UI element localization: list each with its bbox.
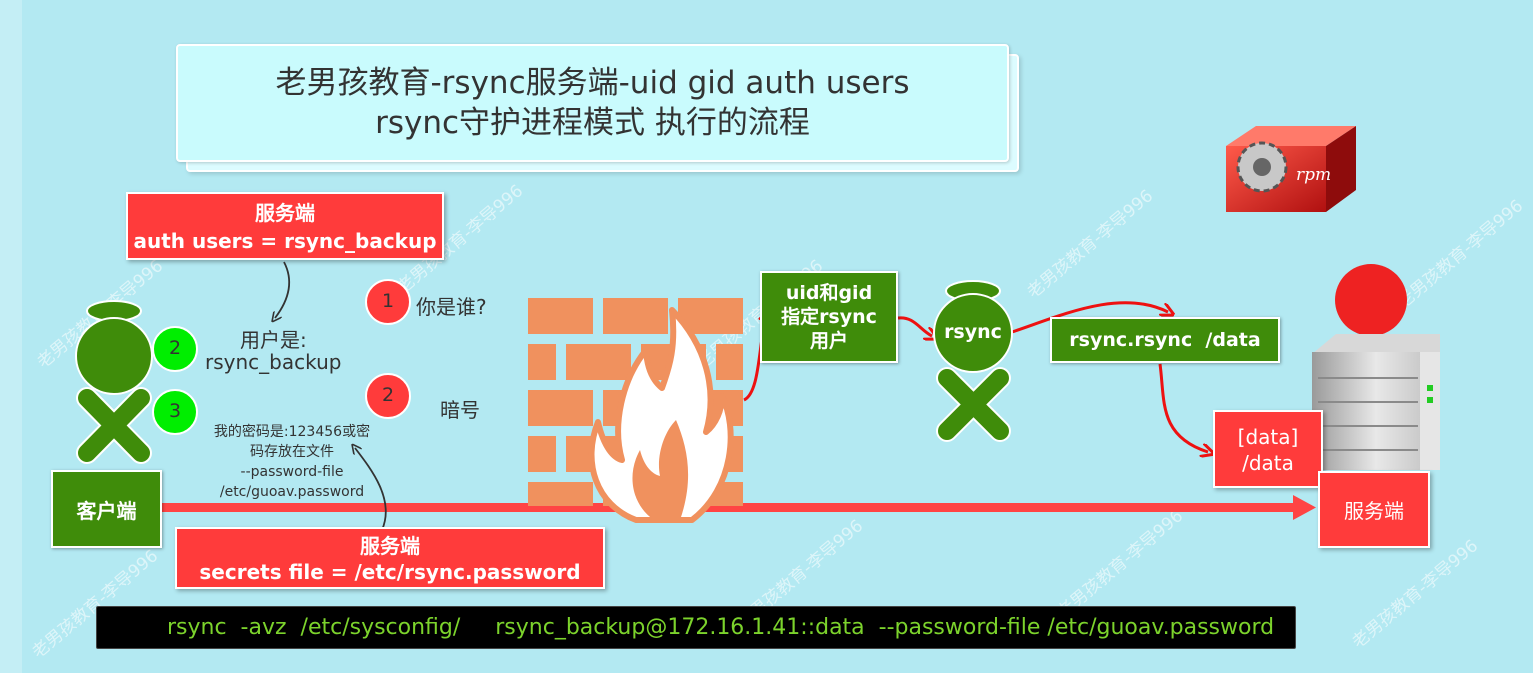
step-3-circle (152, 389, 198, 435)
data-path-box: rsync.rsync /data (1050, 317, 1280, 363)
password-line-4: /etc/guoav.password (219, 484, 365, 500)
uid-to-rsync-arrow (897, 316, 932, 336)
auth-users-line-1: 服务端 (255, 201, 315, 225)
user-is-label: 用户是: (240, 328, 307, 352)
step-3-number: 3 (168, 400, 182, 422)
question-2-text: 暗号 (440, 398, 480, 422)
command-bar: rsync -avz /etc/sysconfig/ rsync_backup@… (96, 606, 1296, 649)
client-to-server-arrow (160, 495, 1316, 520)
secrets-line-1: 服务端 (360, 534, 420, 558)
title-line-2: rsync守护进程模式 执行的流程 (375, 105, 810, 141)
rsync-person-icon (933, 280, 1013, 442)
title-box: 老男孩教育-rsync服务端-uid gid auth users rsync守… (176, 44, 1009, 162)
data-module-line-1: [data] (1237, 425, 1299, 449)
rsync-person-label: rsync (944, 321, 1002, 343)
auth-users-line-2: auth users = rsync_backup (133, 229, 437, 253)
question-2-number: 2 (381, 384, 395, 406)
rpm-package-icon (1226, 126, 1356, 212)
auth-to-user-arrow (275, 261, 291, 318)
password-text: 我的密码是:123456或密 码存放在文件 --password-file /e… (196, 422, 388, 502)
server-icon (1312, 264, 1440, 470)
datapath-to-module-arrow (1158, 363, 1208, 452)
server-label: 服务端 (1344, 499, 1404, 523)
password-line-1: 我的密码是:123456或密 (213, 424, 371, 440)
uid-line-1: uid和gid (785, 282, 873, 304)
flame-icon (588, 307, 734, 523)
data-module-line-2: /data (1242, 451, 1294, 475)
step-2-number: 2 (168, 337, 182, 359)
left-edge-strip (0, 0, 22, 673)
command-text: rsync -avz /etc/sysconfig/ rsync_backup@… (167, 615, 1275, 640)
data-module-box: [data] /data (1213, 410, 1323, 488)
secrets-to-password-arrow (355, 448, 387, 531)
uid-gid-box: uid和gid 指定rsync 用户 (760, 271, 898, 363)
password-line-2: 码存放在文件 (250, 444, 334, 460)
secrets-file-box: 服务端 secrets file = /etc/rsync.password (175, 527, 605, 589)
step-2-circle (152, 326, 198, 372)
title-line-1: 老男孩教育-rsync服务端-uid gid auth users (275, 65, 910, 101)
rsync-to-datapath-arrow (1011, 301, 1168, 334)
question-1-text: 你是谁? (416, 295, 487, 319)
rpm-label: rpm (1296, 165, 1332, 185)
auth-users-box: 服务端 auth users = rsync_backup (126, 192, 444, 260)
user-name-label: rsync_backup (205, 350, 342, 374)
client-box: 客户端 (51, 470, 162, 548)
secrets-line-2: secrets file = /etc/rsync.password (199, 560, 581, 584)
server-label-box: 服务端 (1318, 471, 1430, 548)
password-line-3: --password-file (240, 464, 344, 480)
question-1-circle (365, 279, 411, 325)
uid-line-2: 指定rsync (781, 306, 877, 328)
data-path-label: rsync.rsync /data (1069, 329, 1261, 351)
question-1-number: 1 (381, 290, 395, 312)
question-2-circle (365, 373, 411, 419)
client-person-icon (75, 300, 153, 464)
uid-line-3: 用户 (809, 330, 848, 352)
client-label: 客户端 (76, 498, 137, 523)
